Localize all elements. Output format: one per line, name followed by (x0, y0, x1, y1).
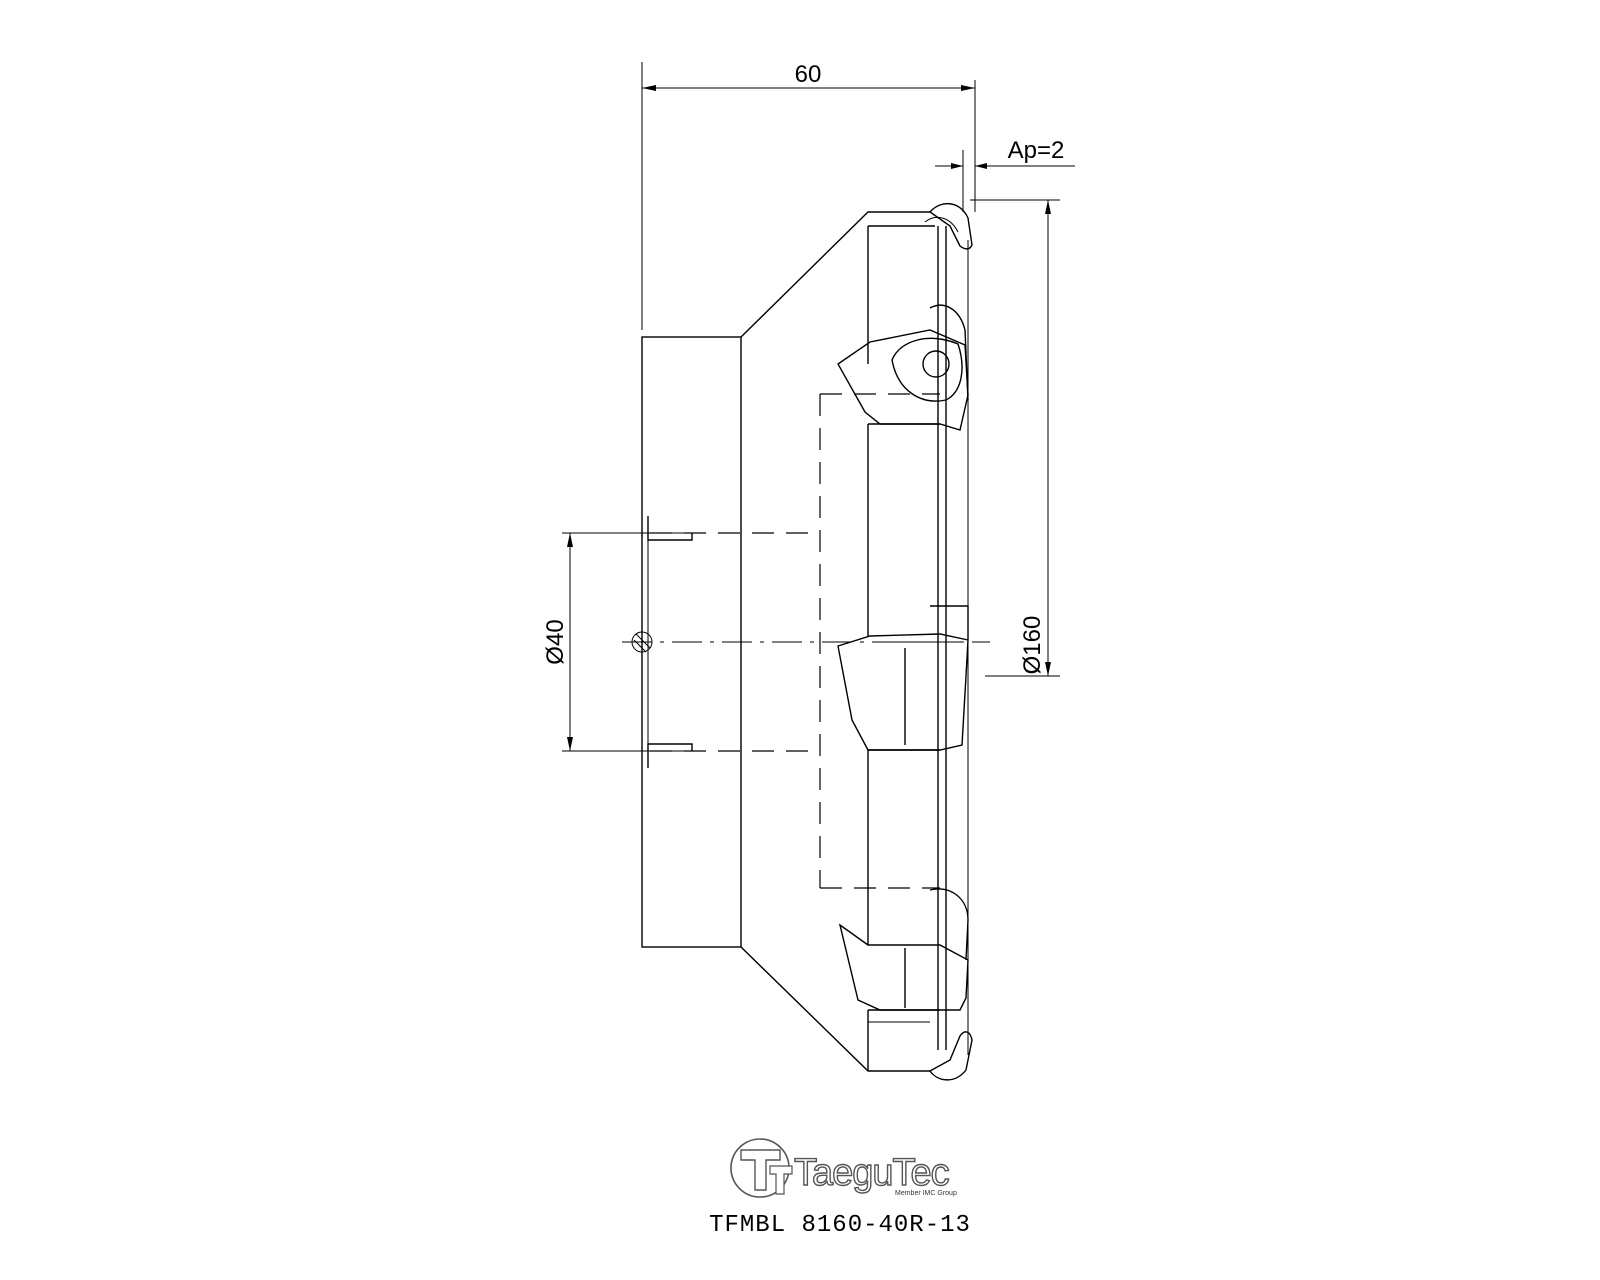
part-code: TFMBL 8160-40R-13 (709, 1212, 971, 1239)
dimension-cutter-diameter-label: Ø160 (1019, 616, 1046, 675)
dimension-length-label: 60 (795, 61, 822, 88)
dimension-bore-diameter-label: Ø40 (542, 619, 569, 664)
dimension-depth-of-cut-label: Ap=2 (1008, 137, 1065, 164)
insert-triangular[interactable] (891, 337, 963, 402)
dimension-cutter-diameter: Ø160 (970, 199, 1060, 677)
chip-pocket-lower (838, 888, 969, 1011)
insert-bottom (868, 1021, 973, 1081)
insert-top (924, 203, 973, 250)
chip-pocket-upper (837, 304, 969, 431)
logo-brand-text: TaeguTec (794, 1152, 949, 1194)
chip-pocket-center (837, 605, 969, 751)
taegutec-logo: TaeguTec Member IMC Group (730, 1138, 957, 1198)
dimension-depth-of-cut: Ap=2 (935, 137, 1075, 212)
dimension-length: 60 (641, 61, 976, 330)
logo-tagline: Member IMC Group (895, 1190, 957, 1197)
dimension-bore-diameter: Ø40 (542, 532, 695, 752)
bore-hidden-lines (622, 393, 990, 889)
insert-screw-icon (922, 350, 950, 378)
